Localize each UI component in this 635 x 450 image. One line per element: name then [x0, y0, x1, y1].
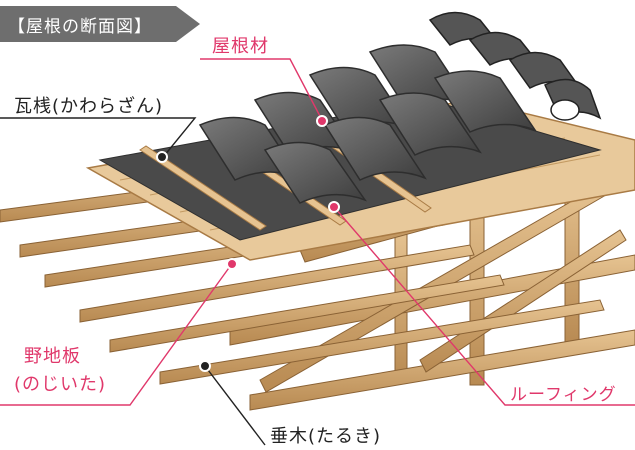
- leader-roof-material: [200, 58, 323, 121]
- leader-roofing: [334, 207, 635, 406]
- label-roof-material: 屋根材: [212, 36, 269, 57]
- rafter: [79, 244, 475, 323]
- label-kawarazan: 瓦桟(かわらざん): [14, 96, 164, 117]
- ridge-end-cap: [550, 99, 580, 121]
- leader-dots: [156, 115, 340, 372]
- label-roofing: ルーフィング: [510, 385, 617, 405]
- dot-roof-material: [316, 115, 328, 127]
- rafter: [159, 299, 605, 385]
- leader-kawarazan: [0, 117, 197, 157]
- label-taruki: 垂木(たるき): [270, 426, 382, 447]
- tile: [378, 92, 482, 156]
- dot-taruki: [199, 360, 211, 372]
- dot-nojiita: [226, 258, 238, 270]
- roof-tiles: [198, 44, 537, 204]
- dot-roofing: [328, 201, 340, 213]
- dot-kawarazan: [156, 151, 168, 163]
- tile: [433, 70, 537, 133]
- leader-taruki: [204, 365, 266, 446]
- brace: [419, 229, 627, 373]
- page-title: 【屋根の断面図】: [8, 17, 152, 37]
- label-nojiita: 野地板: [24, 346, 81, 367]
- tile: [323, 116, 427, 181]
- leader-nojiita: [0, 264, 232, 406]
- ridge-tiles: [428, 11, 602, 121]
- section-title-tag: 【屋根の断面図】: [0, 6, 200, 42]
- tile: [263, 141, 368, 204]
- batten: [139, 145, 267, 231]
- leader-lines: [0, 58, 635, 446]
- label-nojiita-reading: (のじいた): [14, 374, 107, 395]
- lower-beam: [249, 329, 635, 411]
- title-tag-background: [0, 6, 200, 42]
- rafter: [109, 274, 505, 353]
